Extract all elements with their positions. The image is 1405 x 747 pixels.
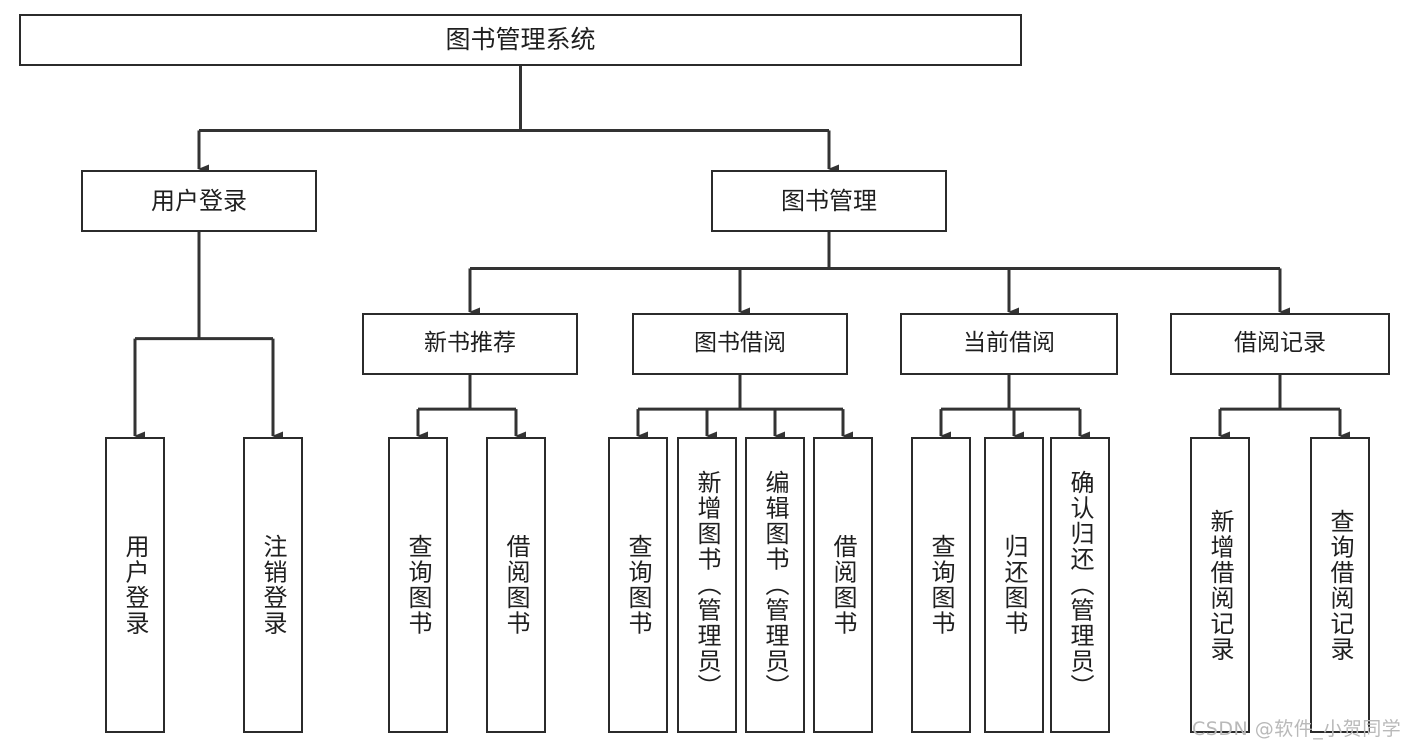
leaf-query-book-recommend[interactable]: 查询图书 bbox=[388, 437, 448, 733]
node-label: 借阅图书 bbox=[502, 534, 530, 636]
node-label: 新增借阅记录 bbox=[1206, 508, 1234, 662]
node-label: 查询图书 bbox=[927, 534, 955, 636]
node-label: 编辑图书（管理员） bbox=[761, 470, 789, 700]
leaf-confirm-return-admin[interactable]: 确认归还（管理员） bbox=[1050, 437, 1110, 733]
leaf-add-borrow-record[interactable]: 新增借阅记录 bbox=[1190, 437, 1250, 733]
leaf-borrow-book[interactable]: 借阅图书 bbox=[813, 437, 873, 733]
node-label: 确认归还（管理员） bbox=[1066, 470, 1094, 700]
leaf-query-borrow-record[interactable]: 查询借阅记录 bbox=[1310, 437, 1370, 733]
leaf-borrow-book-recommend[interactable]: 借阅图书 bbox=[486, 437, 546, 733]
node-label: 新增图书（管理员） bbox=[693, 470, 721, 700]
node-label: 注销登录 bbox=[259, 534, 287, 636]
leaf-query-book-borrow[interactable]: 查询图书 bbox=[608, 437, 668, 733]
node-label: 查询借阅记录 bbox=[1326, 508, 1354, 662]
node-label: 当前借阅 bbox=[963, 330, 1055, 357]
leaf-query-book-current[interactable]: 查询图书 bbox=[911, 437, 971, 733]
connector-group bbox=[133, 66, 1350, 441]
node-root-book-management-system[interactable]: 图书管理系统 bbox=[19, 14, 1022, 66]
node-borrow-record[interactable]: 借阅记录 bbox=[1170, 313, 1390, 375]
leaf-return-book[interactable]: 归还图书 bbox=[984, 437, 1044, 733]
node-label: 查询图书 bbox=[624, 534, 652, 636]
node-label: 图书管理 bbox=[781, 186, 877, 215]
node-label: 图书管理系统 bbox=[445, 25, 596, 55]
node-label: 查询图书 bbox=[404, 534, 432, 636]
node-label: 用户登录 bbox=[151, 186, 247, 215]
node-book-borrow[interactable]: 图书借阅 bbox=[632, 313, 848, 375]
leaf-edit-book-admin[interactable]: 编辑图书（管理员） bbox=[745, 437, 805, 733]
node-book-management[interactable]: 图书管理 bbox=[711, 170, 947, 232]
leaf-add-book-admin[interactable]: 新增图书（管理员） bbox=[677, 437, 737, 733]
leaf-user-login[interactable]: 用户登录 bbox=[105, 437, 165, 733]
node-label: 图书借阅 bbox=[694, 330, 786, 357]
node-current-borrow[interactable]: 当前借阅 bbox=[900, 313, 1118, 375]
node-user-login[interactable]: 用户登录 bbox=[81, 170, 317, 232]
node-label: 新书推荐 bbox=[424, 330, 516, 357]
leaf-logout-login[interactable]: 注销登录 bbox=[243, 437, 303, 733]
node-label: 用户登录 bbox=[121, 534, 149, 636]
node-label: 归还图书 bbox=[1000, 534, 1028, 636]
node-label: 借阅图书 bbox=[829, 534, 857, 636]
node-label: 借阅记录 bbox=[1234, 330, 1326, 357]
node-new-book-recommend[interactable]: 新书推荐 bbox=[362, 313, 578, 375]
